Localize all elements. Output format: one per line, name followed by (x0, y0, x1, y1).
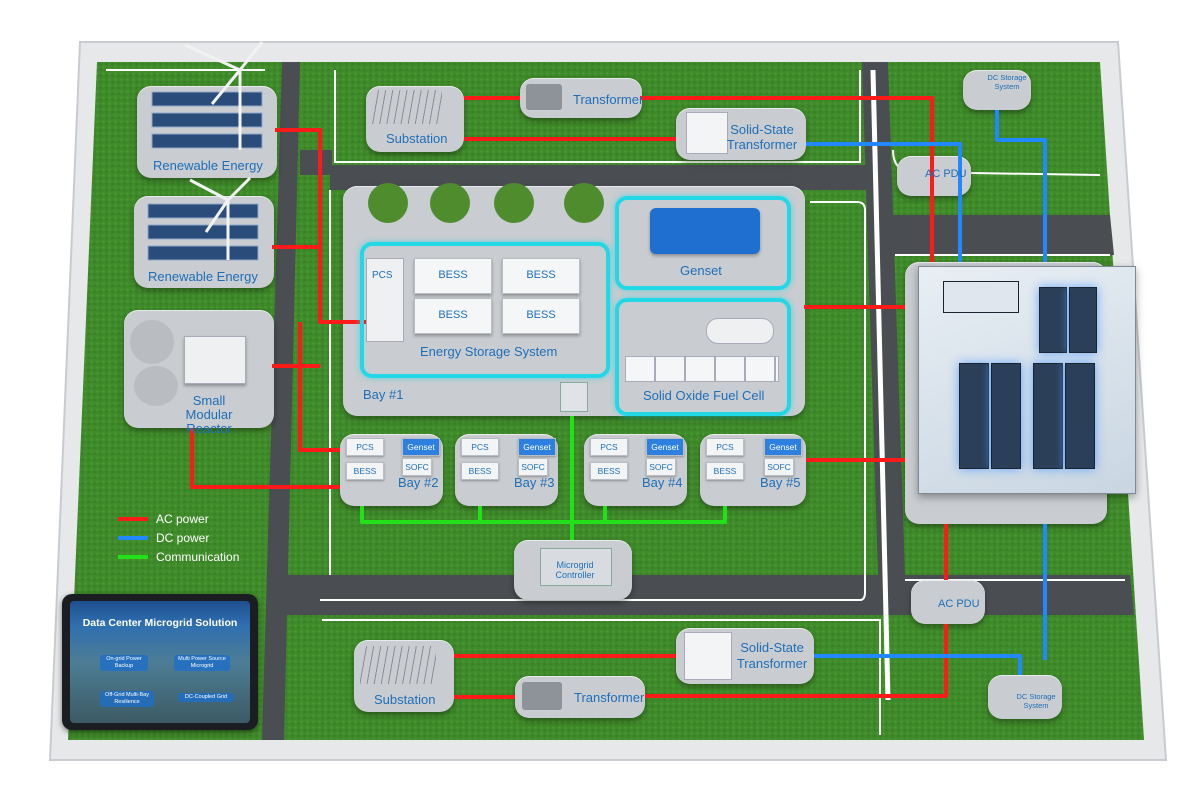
smr-building-icon (184, 336, 246, 384)
bay3-bess: BESS (461, 462, 499, 480)
dc-storage-top-label: DC Storage System (987, 73, 1027, 91)
smr-dome-icon (134, 366, 178, 406)
energy-storage-label: Energy Storage System (420, 344, 558, 359)
substation-top-label: Substation (386, 131, 448, 146)
sst-cabinet-icon (684, 632, 732, 680)
ac-power-swatch (118, 517, 148, 521)
dc-storage-top-pad (963, 70, 1031, 110)
bay4-label: Bay #4 (642, 475, 683, 490)
bay4-pcs: PCS (590, 438, 628, 456)
tablet-chip[interactable]: DC-Coupled Grid (178, 693, 234, 702)
sst-cabinet-icon (686, 112, 728, 154)
legend-communication: Communication (118, 550, 239, 564)
transformer-icon (522, 682, 562, 710)
tablet-chip[interactable]: Multi Power Source Microgrid (174, 655, 230, 671)
bay5-genset: Genset (764, 438, 802, 456)
tablet-chip[interactable]: Off-Grid Multi-Bay Resilience (100, 691, 154, 707)
dc-storage-bottom-pad (988, 675, 1062, 719)
bay4-bess: BESS (590, 462, 628, 480)
datacenter-building (918, 266, 1136, 494)
transformer-top-label: Transformer (573, 92, 644, 107)
pcs-label: PCS (372, 270, 393, 281)
tablet-device[interactable]: Data Center Microgrid Solution On-grid P… (62, 594, 258, 730)
bay1-cabinet (560, 382, 588, 412)
tablet-title: Data Center Microgrid Solution (82, 617, 238, 629)
renewable-energy-label: Renewable Energy (148, 269, 258, 284)
bay3-genset: Genset (518, 438, 556, 456)
legend-dc-power: DC power (118, 531, 209, 545)
bay2-label: Bay #2 (398, 475, 439, 490)
server-rack (943, 281, 1019, 313)
fuel-cell-label: Solid Oxide Fuel Cell (643, 388, 765, 403)
bay4-sofc: SOFC (646, 458, 676, 476)
sst-top-label: Solid-State Transformer (726, 122, 798, 152)
bess-unit: BESS (502, 298, 580, 334)
tablet-screen: Data Center Microgrid Solution On-grid P… (70, 601, 250, 723)
dc-storage-bottom-label: DC Storage System (1016, 692, 1056, 710)
transformer-bottom-label: Transformer (574, 690, 645, 705)
bay3-pcs: PCS (461, 438, 499, 456)
bay2-bess: BESS (346, 462, 384, 480)
bay5-bess: BESS (706, 462, 744, 480)
fuel-cell-units (625, 356, 779, 382)
bay4-genset: Genset (646, 438, 684, 456)
bay5-sofc: SOFC (764, 458, 794, 476)
ac-pdu-bottom-pad (911, 580, 985, 624)
bay2-genset: Genset (402, 438, 440, 456)
ac-pdu-bottom-label: AC PDU (938, 598, 980, 610)
dc-power-swatch (118, 536, 148, 540)
substation-bottom-label: Substation (374, 692, 436, 707)
smr-label: Small Modular Reactor (185, 393, 233, 436)
communication-swatch (118, 555, 148, 559)
genset-highlight[interactable] (615, 196, 791, 290)
bess-unit: BESS (502, 258, 580, 294)
server-rack (1033, 363, 1063, 469)
genset-label: Genset (680, 263, 722, 278)
substation-icon (360, 646, 436, 684)
bess-unit: BESS (414, 258, 492, 294)
sst-bottom-label: Solid-State Transformer (736, 640, 808, 671)
bay2-sofc: SOFC (402, 458, 432, 476)
bay5-pcs: PCS (706, 438, 744, 456)
server-rack (959, 363, 989, 469)
server-rack (1039, 287, 1067, 353)
pcs-unit (366, 258, 404, 342)
genset-engine-icon (650, 208, 760, 254)
bess-unit: BESS (414, 298, 492, 334)
fuel-cell-highlight[interactable] (615, 298, 791, 416)
server-rack (1065, 363, 1095, 469)
bay5-label: Bay #5 (760, 475, 801, 490)
server-rack (991, 363, 1021, 469)
substation-icon (372, 90, 442, 124)
energy-storage-highlight[interactable] (360, 242, 610, 378)
bay3-sofc: SOFC (518, 458, 548, 476)
bay1-label: Bay #1 (363, 387, 404, 402)
microgrid-controller-icon (540, 548, 612, 586)
ac-pdu-top-label: AC PDU (925, 168, 967, 180)
bay3-label: Bay #3 (514, 475, 555, 490)
fuel-cell-tank-icon (706, 318, 774, 344)
transformer-icon (526, 84, 562, 110)
bay2-pcs: PCS (346, 438, 384, 456)
microgrid-controller-label: Microgrid Controller (555, 560, 595, 580)
legend-ac-power: AC power (118, 512, 209, 526)
server-rack (1069, 287, 1097, 353)
tablet-chip[interactable]: On-grid Power Backup (100, 655, 148, 671)
renewable-energy-label: Renewable Energy (153, 158, 263, 173)
smr-dome-icon (130, 320, 174, 364)
